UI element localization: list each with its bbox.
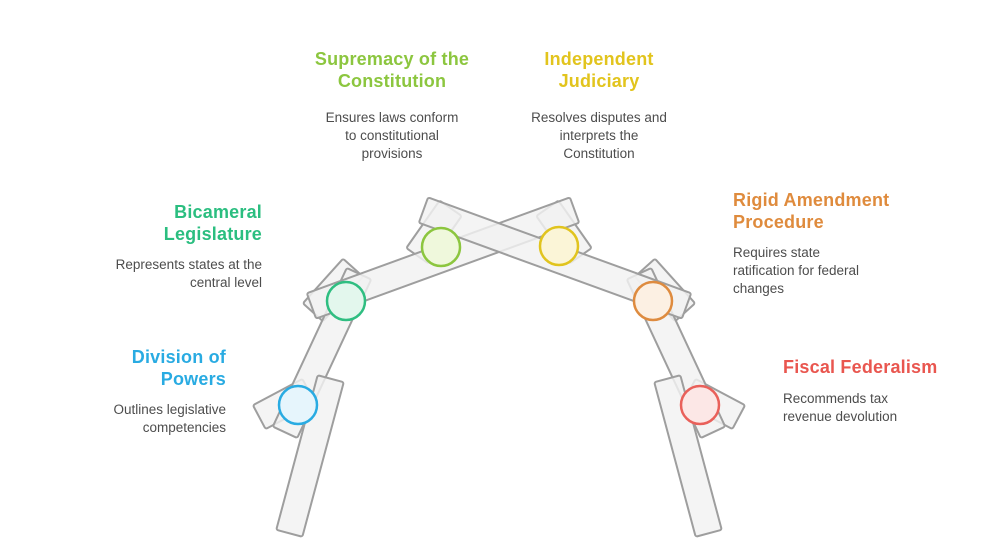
- desc-line: revenue devolution: [783, 409, 898, 424]
- title-line: Legislature: [163, 224, 262, 244]
- feature-description: Represents states at the central level: [82, 256, 262, 292]
- desc-line: Requires state: [733, 245, 821, 260]
- title-line: Judiciary: [558, 71, 640, 91]
- desc-line: Constitution: [563, 146, 635, 161]
- plank-right-leg: [653, 374, 723, 538]
- feature-description: Ensures laws conform to constitutional p…: [292, 109, 492, 163]
- feature-title: Supremacy of the Constitution: [292, 48, 492, 92]
- desc-line: changes: [733, 281, 785, 296]
- plank-left-leg: [275, 374, 345, 538]
- title-line: Powers: [160, 369, 226, 389]
- joint-circle-bicameral-legislature: [325, 280, 367, 322]
- title-line: Division of: [131, 347, 226, 367]
- desc-line: Outlines legislative: [113, 402, 226, 417]
- feature-title: Division of Powers: [46, 346, 226, 390]
- feature-title: Fiscal Federalism: [783, 356, 958, 378]
- desc-line: competencies: [142, 420, 226, 435]
- feature-title: Independent Judiciary: [499, 48, 699, 92]
- desc-line: central level: [189, 275, 262, 290]
- desc-line: to constitutional: [345, 128, 439, 143]
- feature-description: Resolves disputes and interprets the Con…: [499, 109, 699, 163]
- desc-line: interprets the: [559, 128, 639, 143]
- title-line: Constitution: [337, 71, 447, 91]
- feature-fiscal-federalism: Fiscal Federalism Recommends tax revenue…: [783, 356, 958, 426]
- title-line: Procedure: [733, 212, 824, 232]
- joint-circle-supremacy-of-the-constitution: [420, 226, 462, 268]
- title-line: Bicameral: [174, 202, 262, 222]
- feature-title: Rigid Amendment Procedure: [733, 189, 918, 233]
- title-line: Supremacy of the: [314, 49, 470, 69]
- feature-description: Outlines legislative competencies: [46, 401, 226, 437]
- title-line: Independent: [544, 49, 654, 69]
- desc-line: ratification for federal: [733, 263, 860, 278]
- desc-line: Resolves disputes and: [531, 110, 667, 125]
- joint-circle-fiscal-federalism: [679, 384, 721, 426]
- title-line: Fiscal Federalism: [783, 357, 938, 377]
- joint-circle-rigid-amendment-procedure: [632, 280, 674, 322]
- feature-title: Bicameral Legislature: [82, 201, 262, 245]
- joint-circle-independent-judiciary: [538, 225, 580, 267]
- joint-circle-division-of-powers: [277, 384, 319, 426]
- desc-line: Ensures laws conform: [325, 110, 459, 125]
- feature-division-of-powers: Division of Powers Outlines legislative …: [46, 346, 226, 437]
- desc-line: Recommends tax: [783, 391, 889, 406]
- desc-line: Represents states at the: [115, 257, 262, 272]
- feature-supremacy-of-the-constitution: Supremacy of the Constitution Ensures la…: [292, 48, 492, 163]
- title-line: Rigid Amendment: [733, 190, 890, 210]
- feature-description: Recommends tax revenue devolution: [783, 390, 958, 426]
- feature-bicameral-legislature: Bicameral Legislature Represents states …: [82, 201, 262, 292]
- feature-description: Requires state ratification for federal …: [733, 244, 918, 298]
- feature-independent-judiciary: Independent Judiciary Resolves disputes …: [499, 48, 699, 163]
- feature-rigid-amendment-procedure: Rigid Amendment Procedure Requires state…: [733, 189, 918, 298]
- desc-line: provisions: [361, 146, 423, 161]
